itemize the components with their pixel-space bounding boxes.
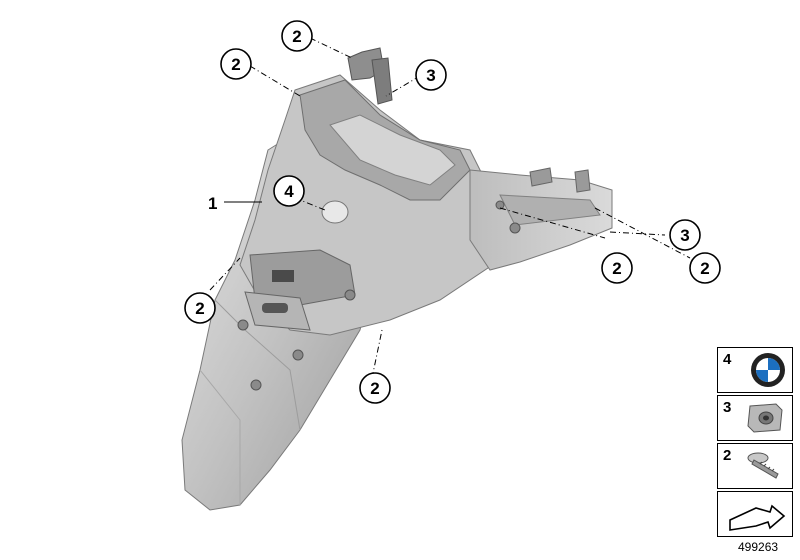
callout-2-right: 2 (689, 252, 721, 284)
legend-item-4: 4 (717, 347, 793, 393)
svg-text:2: 2 (231, 55, 240, 74)
svg-text:3: 3 (426, 66, 435, 85)
callout-2-left: 2 (184, 292, 216, 324)
legend-number: 4 (723, 351, 732, 368)
callout-4: 4 (273, 175, 305, 207)
legend-number: 2 (723, 447, 732, 464)
svg-text:2: 2 (292, 27, 301, 46)
callout-2-arm: 2 (601, 252, 633, 284)
rear-fender-part (181, 47, 613, 511)
callout-3-right: 3 (669, 219, 701, 251)
svg-text:3: 3 (680, 226, 689, 245)
callout-2-bottom: 2 (359, 372, 391, 404)
callout-2-top: 2 (281, 20, 313, 52)
arrow-icon (729, 504, 786, 531)
callout-3-top: 3 (415, 59, 447, 91)
legend-number: 3 (723, 399, 732, 416)
callout-2-upper-left: 2 (220, 48, 252, 80)
clip-nut-icon (747, 403, 783, 433)
svg-text:2: 2 (195, 299, 204, 318)
callout-1: 1 (208, 194, 217, 213)
bmw-logo-icon (751, 353, 785, 387)
svg-text:2: 2 (370, 379, 379, 398)
legend-item-2: 2 (717, 443, 793, 489)
svg-text:2: 2 (612, 259, 621, 278)
svg-text:4: 4 (284, 182, 294, 201)
screw-icon (747, 452, 779, 479)
image-id-label: 499263 (738, 540, 779, 554)
svg-text:1: 1 (208, 194, 217, 213)
legend-item-3: 3 (717, 395, 793, 441)
svg-text:2: 2 (700, 259, 709, 278)
legend-item-arrow (717, 491, 793, 537)
